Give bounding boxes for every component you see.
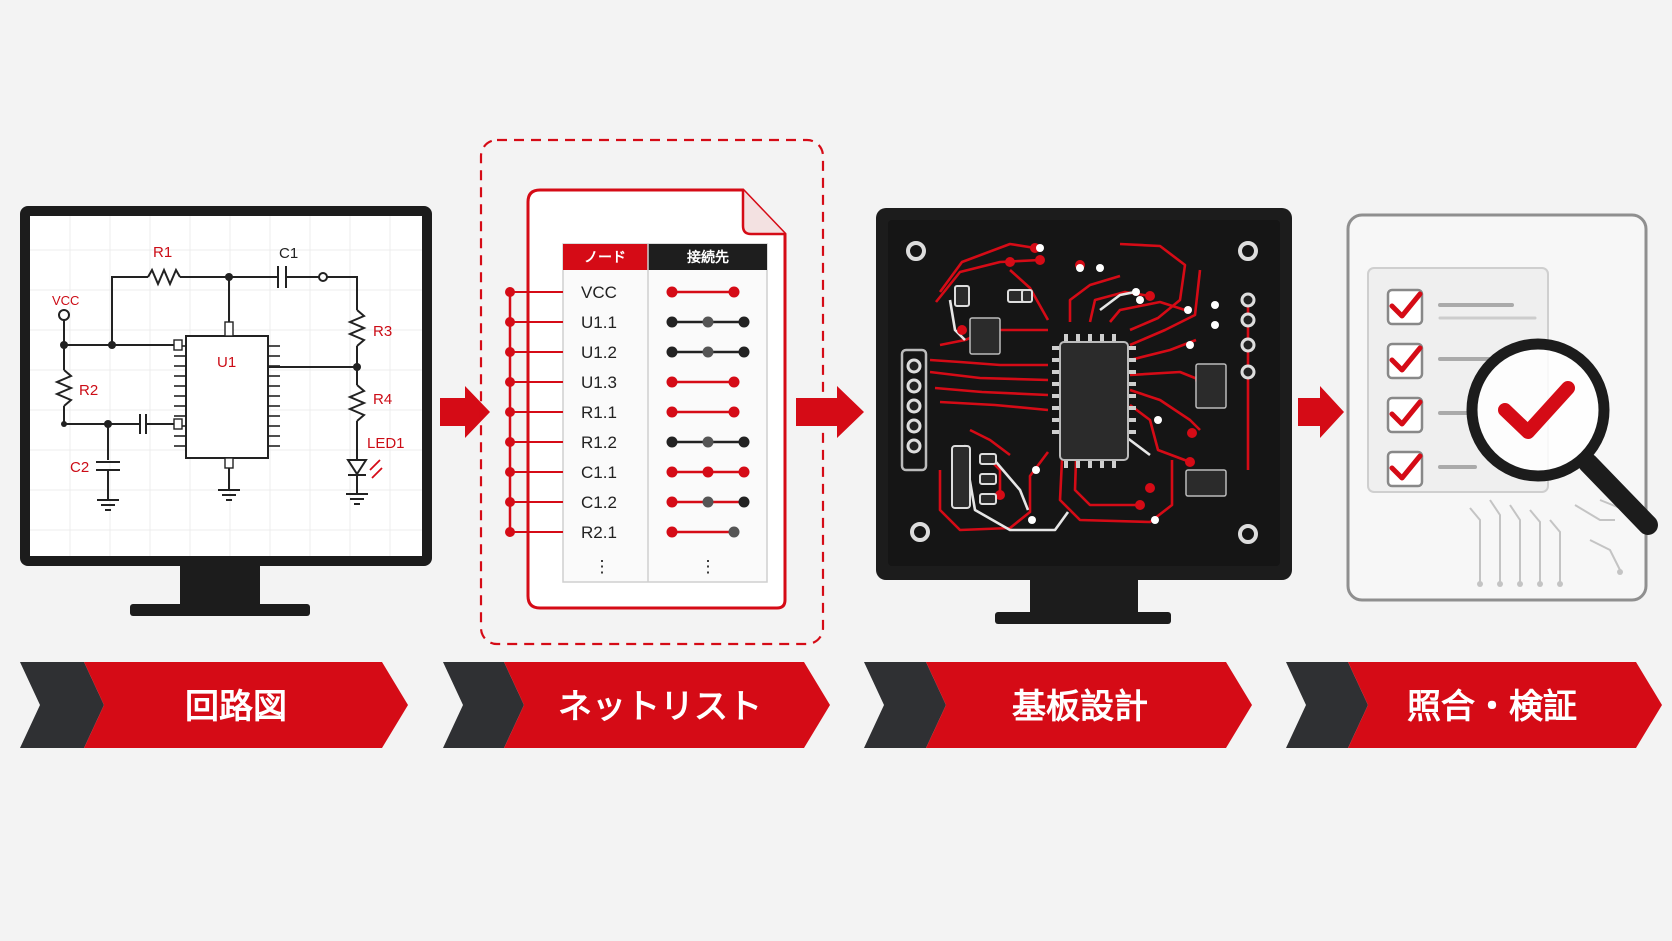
arrow-right-icon [1298, 386, 1344, 438]
schematic-junctions [60, 273, 361, 428]
netlist-ellipsis-left: ⋮ [594, 557, 611, 576]
label-u1: U1 [217, 354, 236, 371]
step-label-pcb-design: 基板設計 [1012, 687, 1148, 727]
pcb-mounting-holes [906, 241, 1258, 544]
netlist-row: C1.2 [505, 493, 750, 512]
step-label-netlist: ネットリスト [558, 687, 762, 727]
netlist-row: U1.3 [505, 373, 740, 392]
netlist-row: R1.2 [505, 433, 750, 452]
netlist-node-name: R1.2 [581, 433, 617, 452]
netlist-node-name: C1.2 [581, 493, 617, 512]
netlist-highlight-frame [479, 138, 825, 646]
label-r2: R2 [79, 382, 98, 399]
arrow-right-icon [796, 386, 864, 438]
label-r3: R3 [373, 323, 392, 340]
step-label-verify: 照合・検証 [1407, 687, 1577, 727]
checkmark-icon [1498, 381, 1575, 439]
netlist-node-name: U1.2 [581, 343, 617, 362]
netlist-node-name: U1.1 [581, 313, 617, 332]
netlist-ellipsis-right: ⋮ [700, 557, 717, 576]
pcb-header-connector [900, 348, 928, 472]
netlist-node-name: VCC [581, 283, 617, 302]
pcb-small-chips [951, 285, 1227, 509]
checklist-rows [1386, 288, 1537, 488]
label-c2: C2 [70, 459, 89, 476]
step-banner-2: ネットリスト [443, 662, 830, 748]
netlist-row: C1.1 [505, 463, 750, 482]
netlist-node-name: C1.1 [581, 463, 617, 482]
pcb-monitor-icon [876, 208, 1292, 624]
netlist-row: R2.1 [505, 523, 740, 542]
netlist-row: VCC [505, 283, 740, 302]
step-label-schematic: 回路図 [185, 687, 287, 727]
label-r4: R4 [373, 391, 392, 408]
label-c1: C1 [279, 245, 298, 262]
schematic-monitor-icon: R1 C1 VCC U1 R3 R2 R4 LED1 C2 [20, 206, 432, 616]
netlist-row: U1.2 [505, 343, 750, 362]
netlist-node-name: U1.3 [581, 373, 617, 392]
u1-ic-chip [173, 321, 280, 469]
netlist-row: U1.1 [505, 313, 750, 332]
checklist-circuit-traces [1469, 499, 1626, 584]
netlist-rows: VCC U1.1U1.2U1.3R1.1R1.2C1.1C1.2R2.1 [505, 283, 750, 542]
step-banner-4: 照合・検証 [1286, 662, 1662, 748]
netlist-row: R1.1 [505, 403, 740, 422]
pcb-traces-red [929, 242, 1250, 532]
netlist-header-connection: 接続先 [687, 249, 729, 266]
pcb-right-connector [1240, 292, 1256, 380]
vcc-terminal [58, 309, 70, 321]
netlist-node-name: R1.1 [581, 403, 617, 422]
netlist-document-icon: ノード 接続先 VCC U1.1U1.2U1.3R1.1R1.2C1.1C1.2R… [479, 138, 825, 646]
label-vcc: VCC [52, 293, 79, 308]
netlist-header-node: ノード [584, 250, 626, 266]
label-led1: LED1 [367, 435, 405, 452]
label-r1: R1 [153, 244, 172, 261]
netlist-node-name: R2.1 [581, 523, 617, 542]
arrow-right-icon [440, 386, 490, 438]
magnifier-icon [1466, 338, 1658, 535]
pcb-main-chip [1052, 334, 1136, 468]
step-banner-3: 基板設計 [864, 662, 1252, 748]
step-banner-1: 回路図 [20, 662, 408, 748]
led-light-arrows [369, 459, 383, 479]
